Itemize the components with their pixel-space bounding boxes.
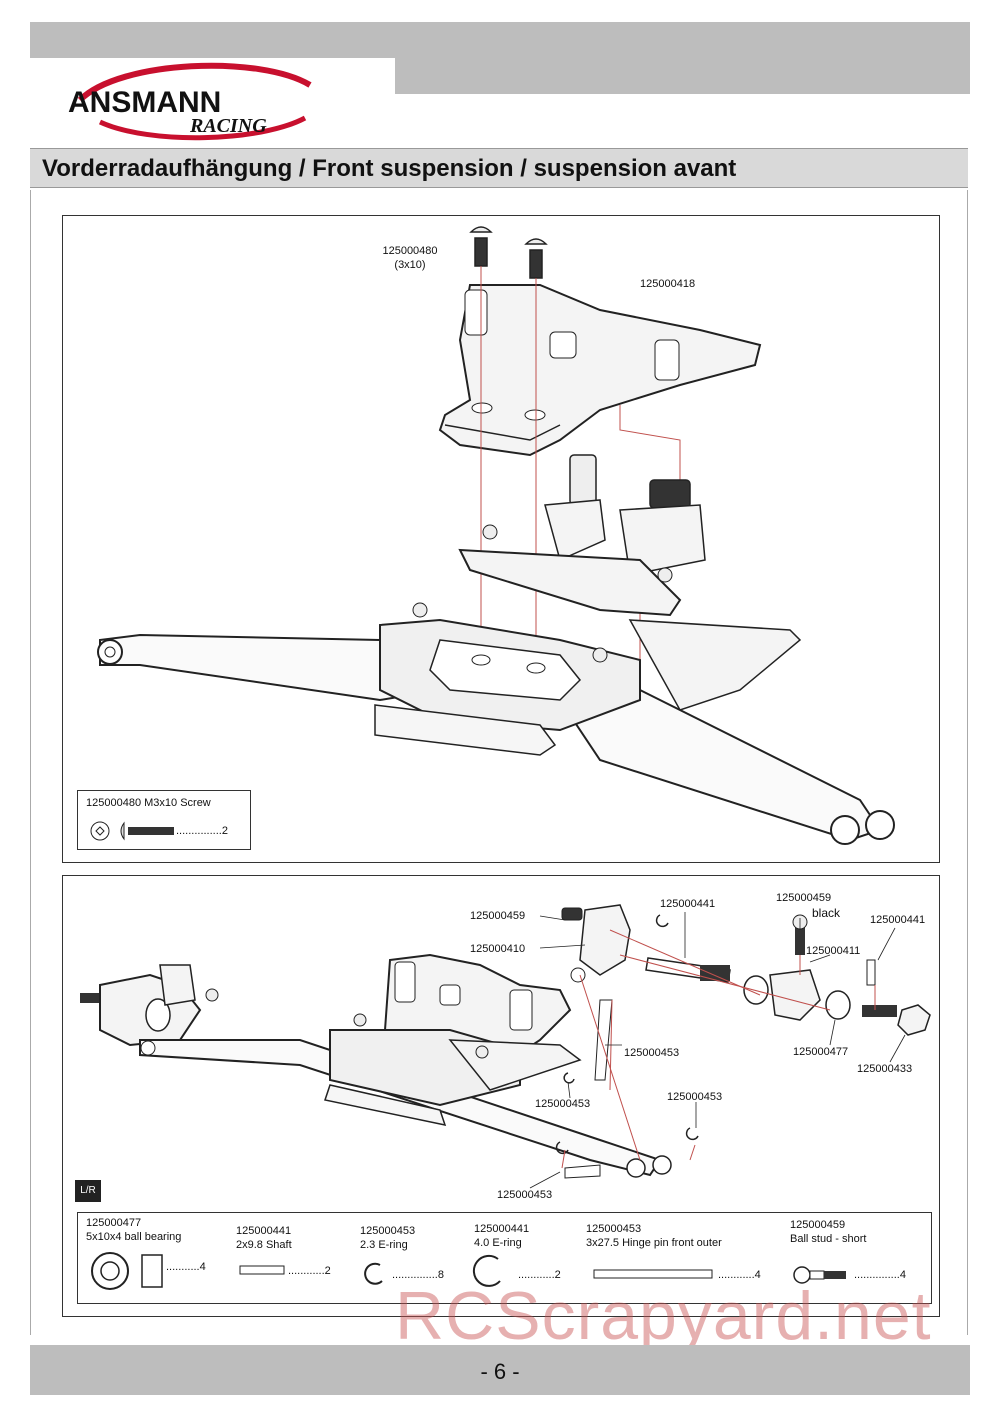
- legend-screw: 125000480 M3x10 Screw ...............2: [77, 790, 251, 850]
- e-ring-large-icon: [472, 1254, 501, 1287]
- legend-qty: ............4: [718, 1269, 761, 1281]
- header-band: [30, 22, 970, 58]
- legend-part-desc: 4.0 E-ring: [474, 1237, 522, 1249]
- label-bearing: 125000477: [793, 1046, 849, 1058]
- legend-hub-parts: 125000477 5x10x4 ball bearing ..........…: [77, 1212, 932, 1304]
- label-upper-plate: 125000418: [640, 278, 696, 290]
- label-black-note: black: [812, 906, 841, 920]
- label-screw-size: (3x10): [394, 259, 426, 271]
- legend-part-number: 125000441: [236, 1225, 292, 1237]
- watermark-text: RCScrapyard.net: [395, 1278, 932, 1354]
- label-e-ring-low: 125000453: [535, 1098, 591, 1110]
- footer-band: - 6 -: [30, 1345, 970, 1395]
- label-hub: 125000411: [806, 945, 861, 957]
- label-shaft-right: 125000441: [870, 914, 926, 926]
- legend-qty: ...............8: [392, 1269, 444, 1281]
- legend-qty: ...........4: [166, 1261, 206, 1273]
- label-knuckle: 125000410: [470, 943, 526, 955]
- label-ball-stud-black: 125000459: [776, 892, 832, 904]
- screw-legend-icon: [90, 821, 174, 841]
- label-hex: 125000433: [857, 1063, 913, 1075]
- legend-part-desc: 2.3 E-ring: [360, 1239, 408, 1251]
- legend-qty: ............2: [518, 1269, 561, 1281]
- legend-part-desc: 5x10x4 ball bearing: [86, 1231, 182, 1243]
- legend-screw-qty: ...............2: [176, 825, 228, 837]
- bearing-icon: [91, 1252, 163, 1290]
- e-ring-icon: [555, 914, 699, 1155]
- label-e-ring-right: 125000453: [667, 1091, 723, 1103]
- legend-part-number: 125000477: [86, 1217, 142, 1229]
- legend-part-desc: Ball stud - short: [790, 1233, 867, 1245]
- header-band-right: [395, 58, 970, 94]
- legend-part-number: 125000453: [360, 1225, 416, 1237]
- label-e-ring-bottom: 125000453: [497, 1189, 553, 1201]
- label-shaft-top: 125000441: [660, 898, 716, 910]
- section-title-bar: Vorderradaufhängung / Front suspension /…: [30, 148, 968, 188]
- screw-icon: [469, 226, 548, 279]
- shaft-icon: [239, 1265, 285, 1275]
- upper-plate: [438, 284, 762, 457]
- e-ring-icon: [364, 1262, 383, 1285]
- logo-sub: RACING: [189, 115, 267, 137]
- legend-part-number: 125000441: [474, 1223, 530, 1235]
- legend-qty: ............2: [288, 1265, 331, 1277]
- content-frame: [30, 190, 968, 1335]
- page-title: Vorderradaufhängung / Front suspension /…: [42, 155, 737, 182]
- legend-part-desc: 2x9.8 Shaft: [236, 1239, 292, 1251]
- logo-text: ANSMANN: [68, 86, 221, 119]
- page-number: - 6 -: [480, 1359, 520, 1384]
- hinge-pin-icon: [593, 1269, 713, 1279]
- legend-part-number: 125000453: [586, 1223, 642, 1235]
- label-e-ring-mid: 125000453: [624, 1047, 680, 1059]
- left-right-badge: L/R: [75, 1180, 101, 1202]
- label-ball-stud-left: 125000459: [470, 910, 526, 922]
- ansmann-logo: ANSMANN RACING: [68, 62, 312, 141]
- legend-screw-title: 125000480 M3x10 Screw: [86, 797, 211, 809]
- legend-part-desc: 3x27.5 Hinge pin front outer: [586, 1237, 722, 1249]
- label-screw-part: 125000480: [382, 245, 438, 257]
- ball-stud-icon: [793, 1266, 846, 1284]
- legend-qty: ...............4: [854, 1269, 906, 1281]
- legend-part-number: 125000459: [790, 1219, 846, 1231]
